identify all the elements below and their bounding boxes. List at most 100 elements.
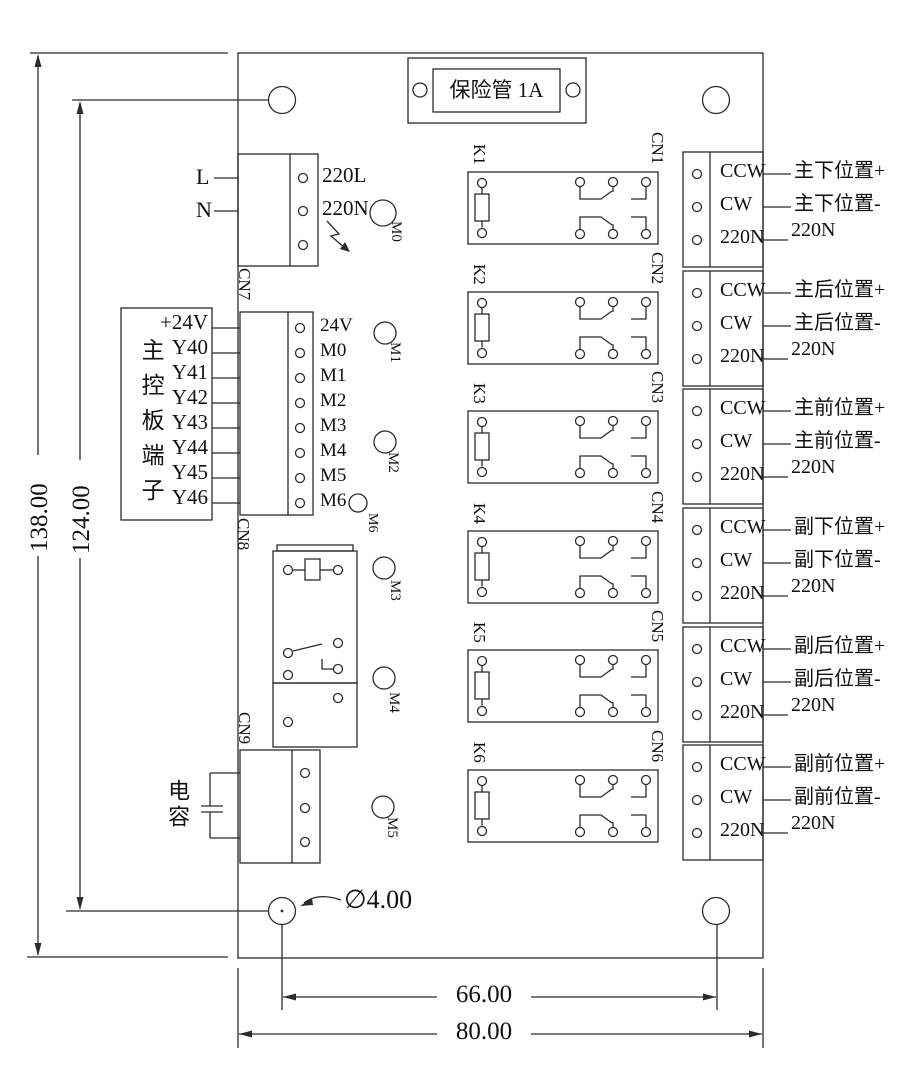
dim-total-height: 138.00 (26, 483, 53, 552)
fuse-label: 保险管 1A (449, 78, 544, 102)
cn6-wire-plus: 副前位置+ (794, 753, 886, 775)
cn8-pin-m6: M6 (320, 490, 347, 511)
cn2-label: CN2 (648, 252, 667, 285)
cn3-pin-220n: 220N (720, 463, 765, 485)
relay-k3 (467, 410, 659, 484)
led-m3-label: M3 (387, 580, 403, 601)
relay-k1 (467, 171, 659, 245)
fuse-holder (407, 57, 587, 124)
cn6-pin-cw: CW (720, 786, 753, 808)
relay-k2 (467, 291, 659, 365)
cn4-wire-220n: 220N (791, 575, 836, 597)
cn3-wire-minus: 主前位置- (794, 430, 881, 452)
cn5-pin-cw: CW (720, 668, 753, 690)
cn6-wire-220n: 220N (791, 812, 836, 834)
relay-k6-label: K6 (470, 742, 489, 763)
relay-k2-label: K2 (470, 264, 489, 285)
line-n-label: N (196, 197, 212, 222)
cn4-wire-plus: 副下位置+ (794, 516, 886, 538)
power-relay (272, 544, 358, 748)
box-pin-y44: Y44 (171, 435, 208, 459)
led-m6-label: M6 (365, 513, 380, 533)
cn8-pin-m2: M2 (320, 390, 347, 411)
cn2-pin-220n: 220N (720, 345, 765, 367)
cn7-label: CN7 (235, 268, 254, 301)
cn4-pin-cw: CW (720, 549, 753, 571)
box-pin-y46: Y46 (171, 485, 208, 509)
cn1-wire-plus: 主下位置+ (794, 160, 886, 182)
cn2-wire-220n: 220N (791, 338, 836, 360)
cn8-terminal-block (239, 311, 314, 516)
control-box (120, 307, 240, 521)
cn6-wire-minus: 副前位置- (794, 786, 881, 808)
led-m5-label: M5 (384, 817, 400, 838)
cn3-wire-plus: 主前位置+ (794, 397, 886, 419)
cn4-wire-minus: 副下位置- (794, 549, 881, 571)
box-pin-24v: +24V (159, 310, 208, 334)
cn1-pin-cw: CW (720, 193, 753, 215)
cn9-label: CN9 (235, 712, 254, 745)
capacitor-symbol (201, 772, 240, 839)
cn4-pin-ccw: CCW (720, 516, 766, 538)
dim-hole-width: 66.00 (455, 981, 513, 1008)
cn6-label: CN6 (648, 730, 667, 763)
cn8-pin-m5: M5 (320, 465, 347, 486)
cn3-label: CN3 (648, 371, 667, 404)
capacitor-label: 电容 (165, 779, 191, 831)
cn3-wire-220n: 220N (791, 456, 836, 478)
dimension-lines (27, 52, 764, 1048)
cn2-pin-cw: CW (720, 312, 753, 334)
cn7-pin-220n: 220N (322, 196, 369, 220)
cn8-pin-m0: M0 (320, 340, 347, 361)
cn8-label: CN8 (234, 518, 253, 551)
box-pin-y45: Y45 (171, 460, 208, 484)
cn8-pin-m4: M4 (320, 440, 347, 461)
cn1-pin-ccw: CCW (720, 160, 766, 182)
cn5-pin-220n: 220N (720, 701, 765, 723)
relay-k4 (467, 530, 659, 604)
control-box-title: 主控板端子 (138, 338, 164, 513)
relay-k1-label: K1 (470, 144, 489, 165)
cn2-wire-plus: 主后位置+ (794, 279, 886, 301)
cn1-label: CN1 (648, 132, 667, 165)
box-pin-y40: Y40 (171, 335, 208, 359)
relay-k5-label: K5 (470, 622, 489, 643)
cn5-wire-220n: 220N (791, 694, 836, 716)
led-m1-label: M1 (387, 342, 403, 363)
cn5-wire-minus: 副后位置- (794, 668, 881, 690)
cn6-pin-ccw: CCW (720, 753, 766, 775)
cn3-pin-ccw: CCW (720, 397, 766, 419)
dim-total-width: 80.00 (455, 1018, 513, 1045)
box-pin-y42: Y42 (171, 385, 208, 409)
cn1-pin-220n: 220N (720, 226, 765, 248)
cn8-pin-m3: M3 (320, 415, 347, 436)
board-outline (237, 52, 764, 959)
cn9-terminal-block (239, 749, 321, 864)
cn8-pin-m1: M1 (320, 365, 347, 386)
relay-k5 (467, 649, 659, 723)
led-m4-label: M4 (386, 692, 402, 713)
box-pin-y43: Y43 (171, 410, 208, 434)
relay-k6 (467, 769, 659, 843)
led-m2-label: M2 (385, 452, 401, 473)
cn4-pin-220n: 220N (720, 582, 765, 604)
cn5-pin-ccw: CCW (720, 635, 766, 657)
line-l-label: L (196, 164, 210, 189)
led-m0-label: M0 (388, 221, 404, 242)
cn4-label: CN4 (648, 491, 667, 524)
cn1-wire-minus: 主下位置- (794, 193, 881, 215)
cn2-pin-ccw: CCW (720, 279, 766, 301)
cn5-wire-plus: 副后位置+ (794, 635, 886, 657)
mounting-holes (267, 85, 731, 926)
cn1-wire-220n: 220N (791, 219, 836, 241)
relay-k3-label: K3 (470, 383, 489, 404)
box-pin-y41: Y41 (171, 360, 208, 384)
cn7-pin-220l: 220L (322, 163, 367, 187)
cn7-terminal-block (214, 153, 350, 267)
cn6-pin-220n: 220N (720, 819, 765, 841)
relay-k4-label: K4 (470, 503, 489, 524)
cn3-pin-cw: CW (720, 430, 753, 452)
cn2-wire-minus: 主后位置- (794, 312, 881, 334)
